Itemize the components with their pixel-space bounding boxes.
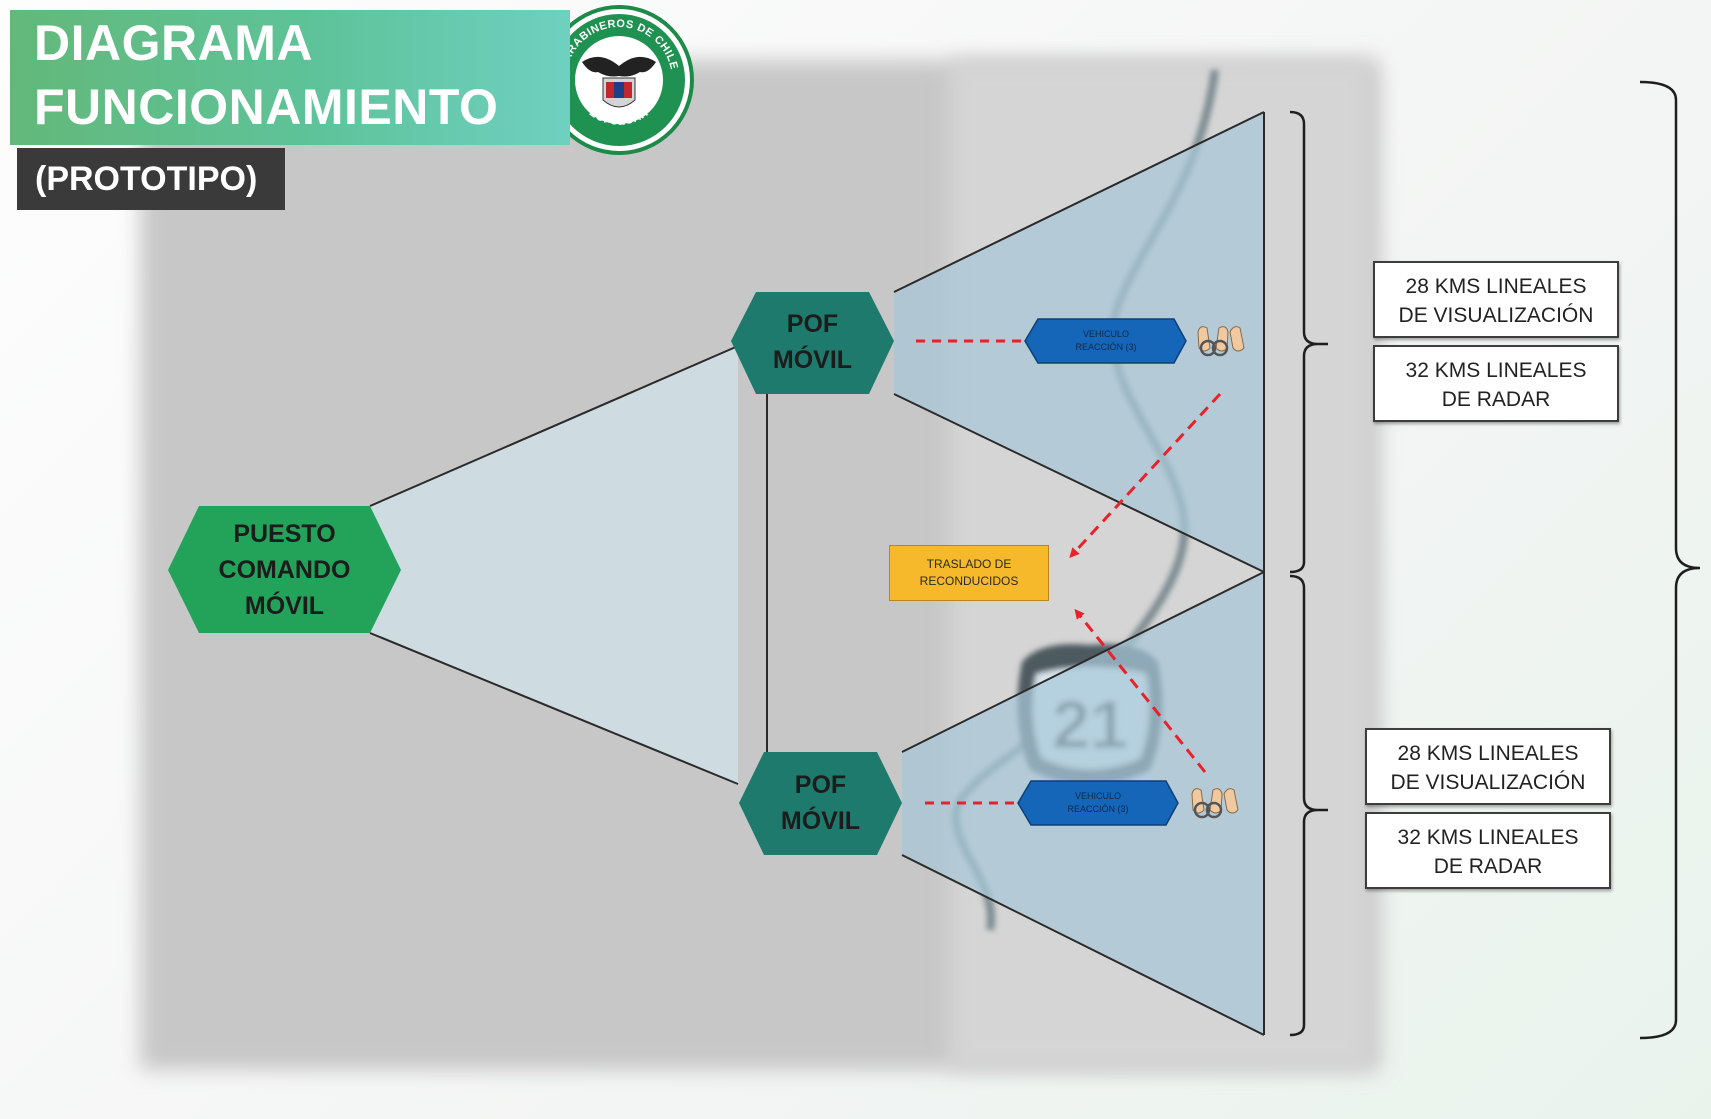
bottom-visualization-line-1: 28 KMS LINEALES bbox=[1397, 742, 1579, 765]
bottom-visualization-box: 28 KMS LINEALES DE VISUALIZACIÓN bbox=[1365, 728, 1611, 805]
pof-bottom-label: POF MÓVIL bbox=[764, 767, 877, 839]
bottom-radar-box: 32 KMS LINEALES DE RADAR bbox=[1365, 812, 1611, 889]
title-line-1: DIAGRAMA bbox=[34, 15, 313, 71]
transfer-arrow-top bbox=[1069, 392, 1222, 558]
vehicle-bottom-label: VEHICULO REACCIÓN (3) bbox=[1033, 790, 1163, 816]
subtitle-badge: (PROTOTIPO) bbox=[17, 148, 285, 210]
bottom-radar-line-2: DE RADAR bbox=[1433, 855, 1543, 878]
brace-outer bbox=[1639, 80, 1701, 1040]
command-post-line-1: PUESTO bbox=[233, 520, 336, 548]
link-zone bbox=[370, 346, 738, 784]
coverage-bottom-edge-2 bbox=[901, 854, 1265, 1036]
vehicle-bottom-line-2: REACCIÓN (3) bbox=[1067, 804, 1129, 814]
vehicle-top-line-2: REACCIÓN (3) bbox=[1075, 342, 1137, 352]
link-line-top bbox=[369, 345, 739, 507]
top-radar-line-1: 32 KMS LINEALES bbox=[1405, 359, 1587, 382]
top-radar-line-2: DE RADAR bbox=[1441, 388, 1551, 411]
command-post-line-3: MÓVIL bbox=[244, 592, 325, 620]
pof-bottom-hexagon bbox=[739, 752, 902, 855]
pof-bottom-line-2: MÓVIL bbox=[780, 807, 861, 835]
top-radar-box: 32 KMS LINEALES DE RADAR bbox=[1373, 345, 1619, 422]
handcuffs-icon bbox=[1191, 788, 1239, 819]
vehicle-top-pill bbox=[1024, 318, 1187, 364]
vehicle-bottom-line-1: VEHICULO bbox=[1074, 791, 1121, 801]
vehicle-top-label: VEHICULO REACCIÓN (3) bbox=[1041, 328, 1171, 354]
bottom-visualization-line-2: DE VISUALIZACIÓN bbox=[1390, 771, 1586, 794]
link-line-bottom bbox=[369, 632, 739, 785]
transfer-line-2: RECONDUCIDOS bbox=[919, 574, 1019, 588]
title-banner bbox=[10, 10, 570, 145]
coverage-top-edge-1 bbox=[893, 111, 1265, 293]
pof-bottom-line-1: POF bbox=[794, 771, 847, 799]
vehicle-top-line-1: VEHICULO bbox=[1082, 329, 1129, 339]
handcuffs-icon bbox=[1197, 326, 1245, 357]
brace-bottom bbox=[1289, 574, 1328, 1037]
transfer-arrow-bottom bbox=[1074, 608, 1207, 773]
brace-top bbox=[1289, 110, 1328, 574]
pof-top-label: POF MÓVIL bbox=[756, 306, 869, 378]
command-post-hexagon bbox=[168, 506, 401, 633]
pof-top-line-1: POF bbox=[786, 310, 839, 338]
top-visualization-line-1: 28 KMS LINEALES bbox=[1405, 275, 1587, 298]
carabineros-logo: CARABINEROS DE CHILE ZOFSECAR bbox=[544, 5, 694, 155]
top-visualization-box: 28 KMS LINEALES DE VISUALIZACIÓN bbox=[1373, 261, 1619, 338]
coverage-top-edge-2 bbox=[893, 393, 1265, 573]
coverage-bottom-edge-1 bbox=[901, 571, 1265, 753]
bottom-radar-line-1: 32 KMS LINEALES bbox=[1397, 826, 1579, 849]
command-post-label: PUESTO COMANDO MÓVIL bbox=[199, 516, 370, 624]
command-post-line-2: COMANDO bbox=[218, 556, 351, 584]
vehicle-bottom-pill bbox=[1017, 780, 1179, 826]
transfer-line-1: TRASLADO DE bbox=[926, 557, 1012, 571]
transfer-box: TRASLADO DE RECONDUCIDOS bbox=[889, 545, 1049, 601]
pof-top-hexagon bbox=[731, 292, 894, 394]
top-visualization-line-2: DE VISUALIZACIÓN bbox=[1398, 304, 1594, 327]
title-line-2: FUNCIONAMIENTO bbox=[34, 79, 499, 135]
pof-top-line-2: MÓVIL bbox=[772, 346, 853, 374]
